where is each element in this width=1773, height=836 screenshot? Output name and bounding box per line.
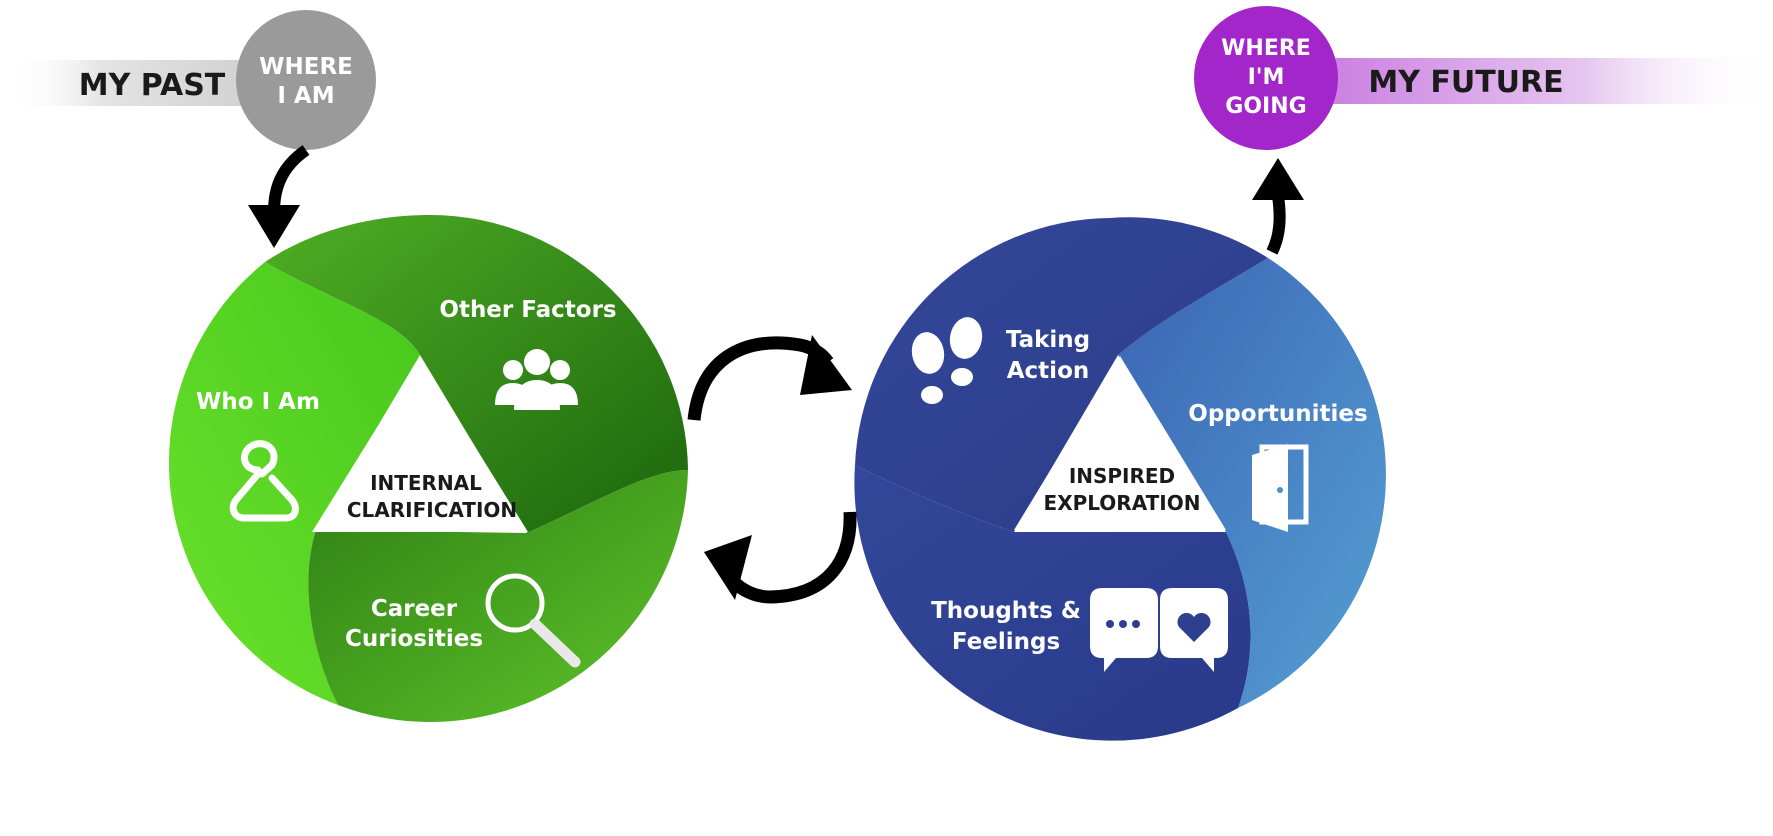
arrow-right-to-left	[729, 511, 857, 604]
where-i-am-line1: WHERE	[259, 54, 353, 80]
taking-action-line1: Taking	[1006, 327, 1090, 353]
who-i-am-label: Who I Am	[196, 389, 320, 415]
career-curiosities-line1: Career	[371, 596, 458, 622]
past-banner	[10, 60, 270, 106]
chat-heart-icon	[1090, 588, 1228, 672]
open-door-icon	[1252, 444, 1309, 532]
internal-clarification-triangle	[312, 358, 528, 532]
inspired-exploration-line2: EXPLORATION	[1044, 491, 1201, 515]
segment-thoughts-feelings	[854, 465, 1251, 741]
where-im-going-bubble	[1194, 6, 1338, 150]
inspired-exploration-triangle	[1014, 356, 1226, 530]
taking-action-line2: Action	[1007, 358, 1090, 384]
arrow-into-left-cycle	[248, 145, 310, 248]
segment-career-curiosities	[308, 470, 688, 722]
where-im-going-line2: I'M	[1248, 65, 1285, 90]
inspired-exploration-line1: INSPIRED	[1069, 464, 1175, 488]
opportunities-label: Opportunities	[1188, 401, 1367, 427]
left-cycle: INTERNAL CLARIFICATION Other Factors Who…	[168, 215, 688, 722]
thoughts-feelings-line1: Thoughts &	[931, 598, 1081, 624]
thoughts-feelings-line2: Feelings	[952, 629, 1060, 655]
internal-clarification-line1: INTERNAL	[370, 471, 482, 495]
internal-clarification-line2: CLARIFICATION	[347, 498, 517, 522]
exchange-arrows	[687, 335, 857, 604]
past-banner-label: MY PAST	[79, 68, 226, 103]
future-header: MY FUTURE WHERE I'M GOING	[1194, 6, 1770, 150]
future-banner	[1310, 58, 1770, 104]
where-im-going-line1: WHERE	[1221, 36, 1311, 61]
career-curiosities-line2: Curiosities	[345, 626, 483, 652]
where-im-going-line3: GOING	[1225, 94, 1306, 119]
segment-other-factors	[265, 215, 688, 533]
where-i-am-line2: I AM	[277, 83, 334, 109]
segment-who-i-am	[168, 262, 420, 705]
segment-opportunities	[1118, 258, 1386, 708]
magnifying-glass-icon	[485, 573, 581, 668]
past-header: MY PAST WHERE I AM	[10, 10, 376, 150]
future-banner-label: MY FUTURE	[1368, 65, 1563, 100]
other-factors-label: Other Factors	[439, 297, 616, 323]
hanger-icon	[229, 440, 299, 522]
people-group-icon	[495, 349, 578, 410]
footprints-icon	[911, 317, 983, 404]
segment-taking-action	[855, 217, 1268, 533]
right-cycle: INSPIRED EXPLORATION Taking Action Oppor…	[854, 217, 1386, 741]
arrow-to-future	[1252, 158, 1304, 255]
where-i-am-bubble	[236, 10, 376, 150]
